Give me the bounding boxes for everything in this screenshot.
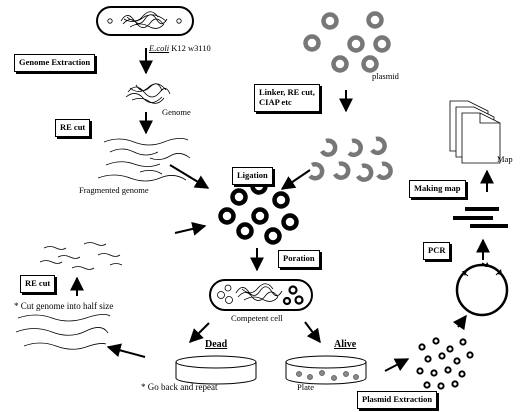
step-poration: Poration bbox=[278, 250, 320, 268]
half-size-fragments bbox=[39, 242, 123, 270]
note-go-back: * Go back and repeat bbox=[141, 382, 218, 392]
competent-cell bbox=[209, 279, 313, 311]
cut-plasmids bbox=[308, 136, 393, 182]
map-pages bbox=[449, 100, 501, 164]
competent-cell-label: Competent cell bbox=[231, 313, 283, 323]
ligated-plasmids bbox=[218, 177, 299, 245]
step-linker: Linker, RE cut, CIAP etc bbox=[254, 84, 320, 112]
step-genome-extraction: Genome Extraction bbox=[14, 54, 96, 72]
ecoli-cell-top bbox=[96, 6, 194, 36]
step-linker-line1: Linker, RE cut, bbox=[259, 87, 315, 97]
alive-plate bbox=[285, 355, 367, 385]
step-re-cut-2: RE cut bbox=[20, 275, 56, 293]
step-plasmid-extraction: Plasmid Extraction bbox=[357, 391, 438, 409]
genome-lines-lower bbox=[15, 314, 111, 350]
genome-label: Genome bbox=[162, 107, 191, 117]
fragmented-genome-label: Fragmented genome bbox=[79, 185, 149, 195]
step-re-cut: RE cut bbox=[55, 119, 91, 137]
pcr-plasmid-circle bbox=[455, 262, 509, 317]
fragmented-genome-lines bbox=[97, 138, 191, 182]
extracted-plasmids bbox=[416, 337, 474, 390]
genome-tangle bbox=[125, 83, 171, 104]
dead-plate bbox=[175, 355, 257, 385]
flow-arrows bbox=[70, 48, 494, 372]
pcr-products bbox=[453, 207, 508, 228]
map-label: Map bbox=[497, 154, 513, 164]
step-ligation: Ligation bbox=[232, 167, 273, 185]
outcome-alive: Alive bbox=[334, 339, 357, 350]
ecoli-strain-label: E.coli K12 w3110 bbox=[149, 43, 211, 53]
step-linker-line2: CIAP etc bbox=[259, 96, 292, 107]
plasmid-cluster bbox=[303, 11, 391, 73]
outcome-dead: Dead bbox=[205, 339, 228, 350]
plate-label: Plate bbox=[297, 382, 314, 392]
note-cut-half: * Cut genome into half size bbox=[14, 301, 114, 311]
plasmid-label: plasmid bbox=[372, 71, 399, 81]
step-pcr: PCR bbox=[423, 242, 451, 260]
step-making-map: Making map bbox=[409, 180, 466, 198]
